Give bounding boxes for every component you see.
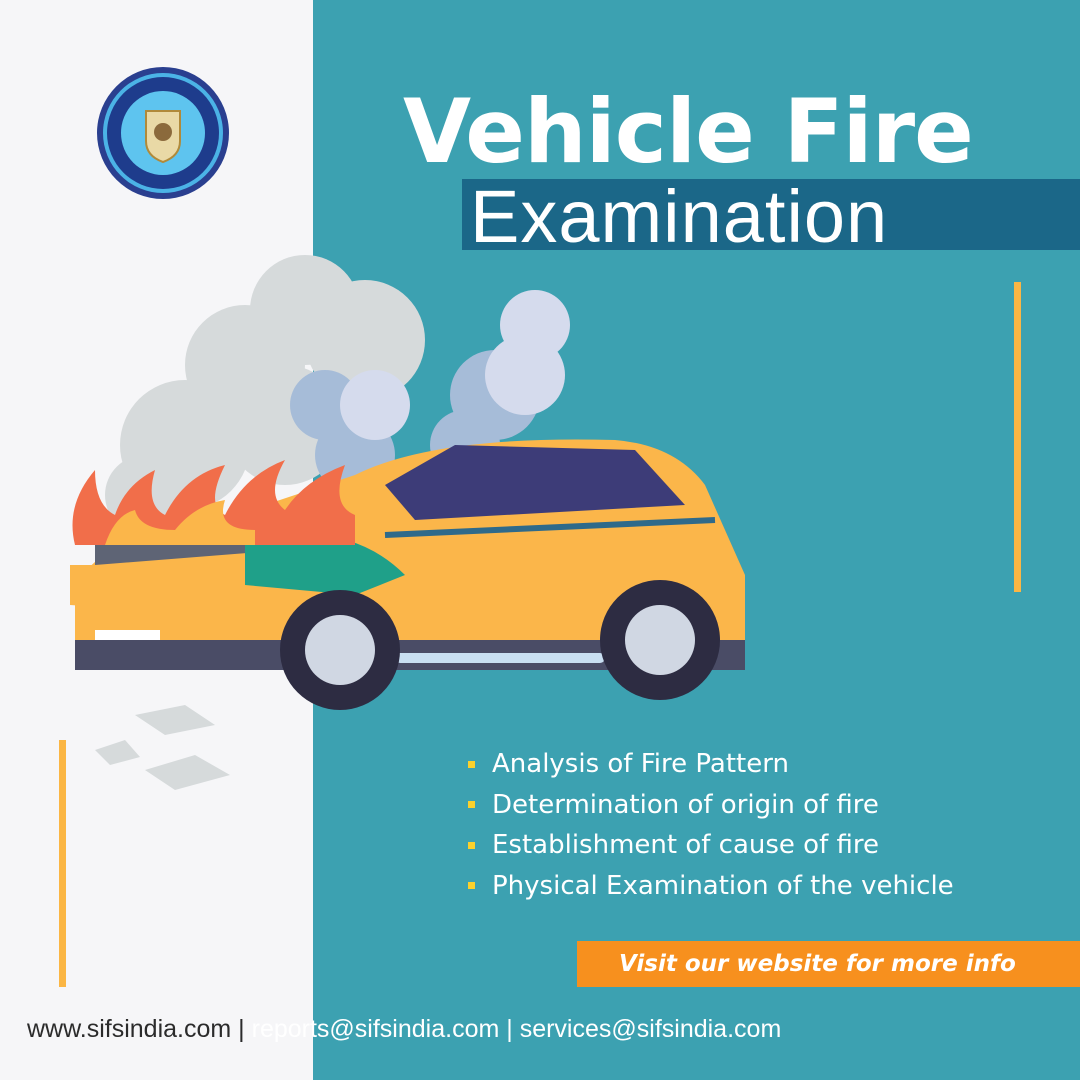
list-item: Establishment of cause of fire (468, 825, 954, 866)
bullet-icon (468, 841, 475, 849)
title-band (462, 179, 1080, 250)
website-link[interactable]: www.sifsindia.com (27, 1015, 232, 1043)
visit-website-button[interactable]: Visit our website for more info (577, 941, 1080, 987)
bullet-icon (468, 882, 475, 890)
bullet-icon (468, 760, 475, 768)
car-wheel-front (280, 590, 400, 710)
reports-email-link[interactable]: reports@sifsindia.com (251, 1015, 500, 1043)
car-wheel-rear (600, 580, 720, 700)
bullet-icon (468, 801, 475, 809)
services-email-link[interactable]: services@sifsindia.com (519, 1015, 782, 1043)
burning-car-illustration (70, 255, 745, 790)
title-line2: Examination (470, 175, 889, 258)
accent-line-right (1014, 282, 1021, 592)
services-list: Analysis of Fire Pattern Determination o… (468, 744, 954, 906)
accent-line-left (59, 740, 66, 987)
footer-contact: www.sifsindia.com | reports@sifsindia.co… (27, 1015, 782, 1043)
list-item: Physical Examination of the vehicle (468, 866, 954, 907)
list-item: Analysis of Fire Pattern (468, 744, 954, 785)
sifs-logo (97, 67, 229, 199)
title-line1: Vehicle Fire (403, 80, 974, 183)
list-item: Determination of origin of fire (468, 785, 954, 826)
